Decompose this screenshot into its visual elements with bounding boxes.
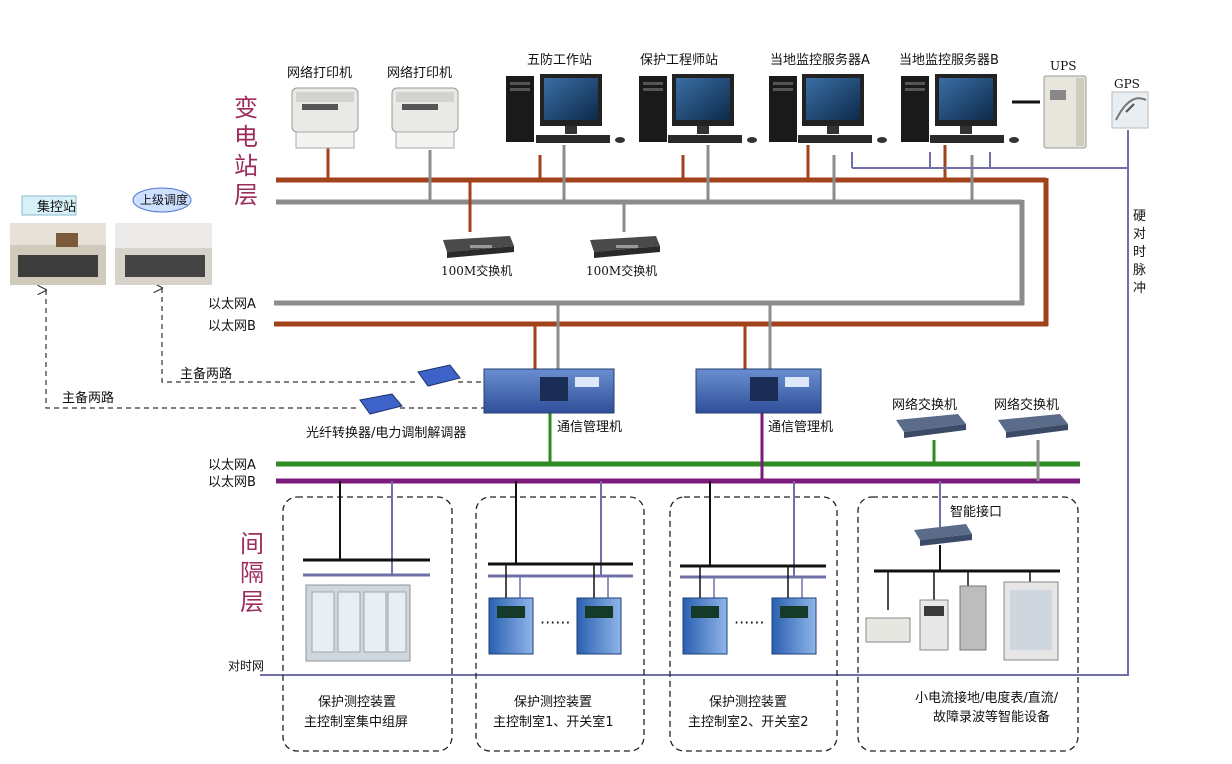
svg-text:脉: 脉 [1133,263,1146,278]
timing-network [260,130,1129,676]
net-switch2-label: 网络交换机 [994,397,1059,413]
svg-text:隔: 隔 [240,559,264,587]
svg-text:硬: 硬 [1133,209,1146,224]
station-ethernet-a-label: 以太网A [208,297,256,312]
svg-text:时: 时 [1133,245,1146,260]
server-a-label: 当地监控服务器A [770,52,870,68]
workstation-icon [506,74,625,143]
network-switch-icon [896,414,966,438]
group4-line2: 故障录波等智能设备 [933,709,1050,725]
route-label-2: 主备两路 [62,390,114,406]
svg-text:冲: 冲 [1133,281,1146,296]
svg-text:对: 对 [1133,227,1146,242]
group1-line1: 保护测控装置 [318,695,396,710]
group3-line2: 主控制室2、开关室2 [688,714,809,730]
gps-antenna-icon [1111,91,1149,129]
group3-wiring [680,481,826,600]
workstation-icon [639,74,757,143]
switch-icon [590,236,660,258]
svg-text:······: ······ [734,613,765,632]
printer1-label: 网络打印机 [287,65,352,81]
relay-device-icon: ······ [682,597,817,655]
server-icon [901,74,1019,143]
fiber-converter-icon [359,364,461,415]
station-bus-a [274,199,1025,306]
svg-text:间: 间 [240,530,264,558]
group4-line1: 小电流接地/电度表/直流/ [915,690,1059,706]
group4-wiring [874,481,1060,610]
server-b-label: 当地监控服务器B [899,52,999,68]
dispatch-badge [132,187,192,213]
network-switch-icon [998,414,1068,438]
group1-wiring [303,481,430,577]
svg-text:层: 层 [234,181,258,209]
comm1-label: 通信管理机 [557,420,622,435]
bay-ethernet-b-label: 以太网B [208,475,256,490]
control-center-badge [21,195,77,216]
control-panel-cabinet-icon [305,584,411,662]
engineer-label: 保护工程师站 [640,53,718,68]
printer-icon [291,87,359,149]
group3-line1: 保护测控装置 [709,695,787,710]
comm2-label: 通信管理机 [768,420,833,435]
server-icon [769,74,887,143]
timing-network-label: 对时网 [228,659,264,673]
bay-layer-title: 间 隔 层 [240,530,264,616]
svg-text:电: 电 [234,123,258,151]
group-box-3 [669,496,838,752]
station-layer-title: 变 电 站 层 [234,94,258,209]
group-box-2 [475,496,645,752]
wufang-label: 五防工作站 [527,52,592,68]
comm-manager-icon [483,368,615,414]
group2-line1: 保护测控装置 [514,695,592,710]
ups-icon [1043,75,1087,149]
group-box-4 [857,496,1079,752]
printer-icon [391,87,459,149]
station-ethernet-b-label: 以太网B [208,319,256,334]
control-center-label: 集控站 [37,199,76,215]
remote-dashed-links [46,288,484,409]
smart-interface-label: 智能接口 [950,504,1002,520]
smart-interface-switch-icon [914,524,972,546]
control-room-photo [10,223,106,285]
fiber-converter-label: 光纤转换器/电力调制解调器 [306,426,466,441]
group2-line2: 主控制室1、开关室1 [493,714,614,730]
svg-text:变: 变 [234,94,258,122]
net-switch1-label: 网络交换机 [892,397,957,413]
dispatch-room-photo [115,223,212,285]
station-drops [326,145,974,370]
gps-label: GPS [1114,77,1140,91]
relay-device-icon: ······ [488,597,622,655]
svg-text:站: 站 [234,152,258,180]
ups-label: UPS [1050,59,1076,73]
printer2-label: 网络打印机 [387,65,452,81]
comm-manager-icon [695,368,822,414]
bay-ethernet-a-label: 以太网A [208,458,256,473]
svg-text:······: ······ [540,613,571,632]
switch-icon [443,236,514,258]
hard-pulse-label: 硬 对 时 脉 冲 [1133,209,1146,296]
switch2-label: 100M交换机 [586,263,657,278]
switch1-label: 100M交换机 [441,263,512,278]
dispatch-label: 上级调度 [140,192,188,207]
svg-text:层: 层 [240,588,264,616]
group-box-1 [282,496,453,752]
station-bus-b [274,177,1049,327]
group1-line2: 主控制室集中组屏 [304,714,408,730]
route-label-1: 主备两路 [180,366,232,382]
group2-wiring [488,481,633,600]
smart-devices-icon [865,581,1059,661]
